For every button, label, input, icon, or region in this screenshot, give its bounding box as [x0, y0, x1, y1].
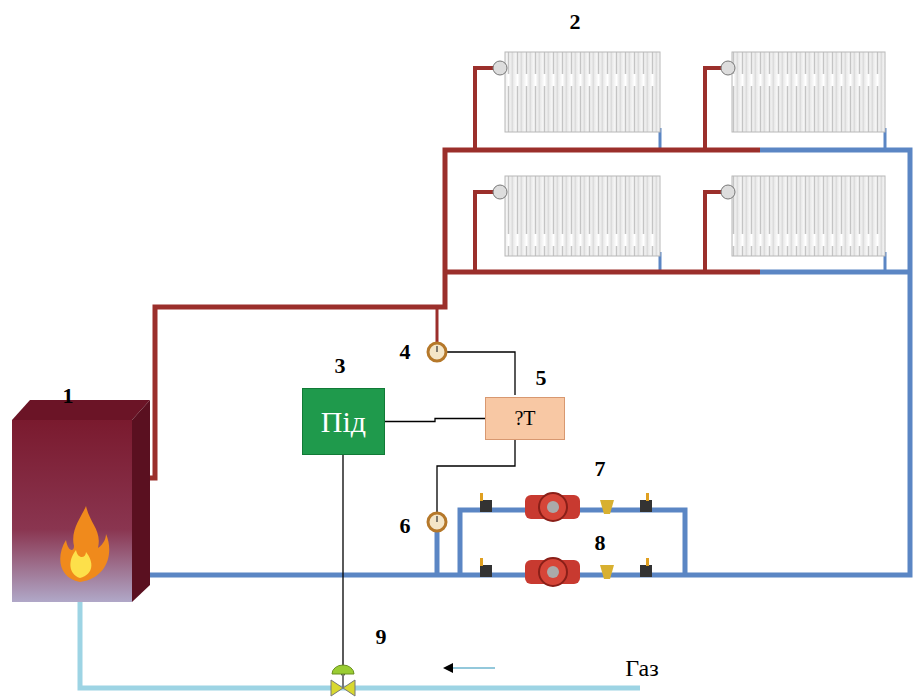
gas-label: Газ: [625, 655, 658, 682]
callout-number: 8: [595, 530, 606, 556]
callout-number: 9: [376, 624, 387, 650]
box-text: ?T: [514, 407, 535, 430]
gas-valve: [331, 665, 355, 696]
temperature-sensors: [428, 343, 446, 531]
callout-number: 5: [536, 365, 547, 391]
supply-pipes: [132, 68, 760, 478]
box-text: Під: [321, 405, 366, 439]
callout-number: 2: [570, 9, 581, 35]
pumps: [480, 493, 652, 586]
callout-number: 1: [63, 383, 74, 409]
signal-wire: [385, 419, 485, 422]
gas-arrow: [445, 667, 495, 669]
callout-number: 4: [400, 339, 411, 365]
temperature-difference-box: ?T: [485, 397, 565, 440]
gas-pipe: [80, 600, 640, 688]
callout-number: 6: [400, 513, 411, 539]
controller-box: Під: [302, 388, 385, 455]
return-pipes: [130, 128, 910, 575]
boiler: [12, 400, 150, 602]
callout-number: 3: [335, 353, 346, 379]
radiators: [493, 52, 885, 256]
callout-number: 7: [595, 456, 606, 482]
